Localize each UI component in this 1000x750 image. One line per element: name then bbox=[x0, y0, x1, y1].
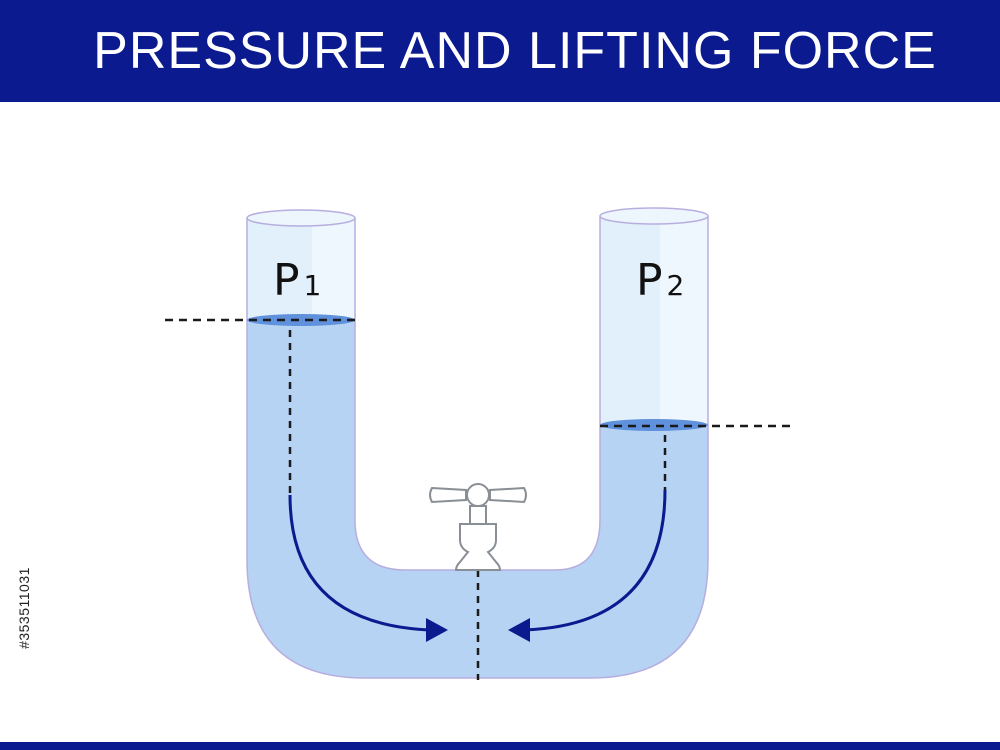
left-flow-arrow bbox=[288, 494, 433, 632]
left-water-surface bbox=[247, 314, 355, 326]
right-tube-highlight bbox=[660, 216, 708, 425]
page-title: PRESSURE AND LIFTING FORCE bbox=[93, 22, 937, 80]
right-water-surface bbox=[600, 419, 708, 431]
water-body bbox=[247, 320, 708, 678]
footer-bar bbox=[0, 742, 1000, 750]
faucet-valve-icon bbox=[429, 483, 527, 571]
image-id-label: #353511031 bbox=[16, 567, 32, 649]
header-bar bbox=[0, 0, 1000, 102]
left-tube-highlight bbox=[312, 218, 355, 320]
right-flow-arrow bbox=[523, 489, 667, 632]
left-tube-rim bbox=[246, 209, 356, 227]
left-arrow-head-icon bbox=[426, 618, 448, 642]
right-tube-rim bbox=[599, 207, 709, 225]
right-arrow-head-icon bbox=[508, 618, 530, 642]
